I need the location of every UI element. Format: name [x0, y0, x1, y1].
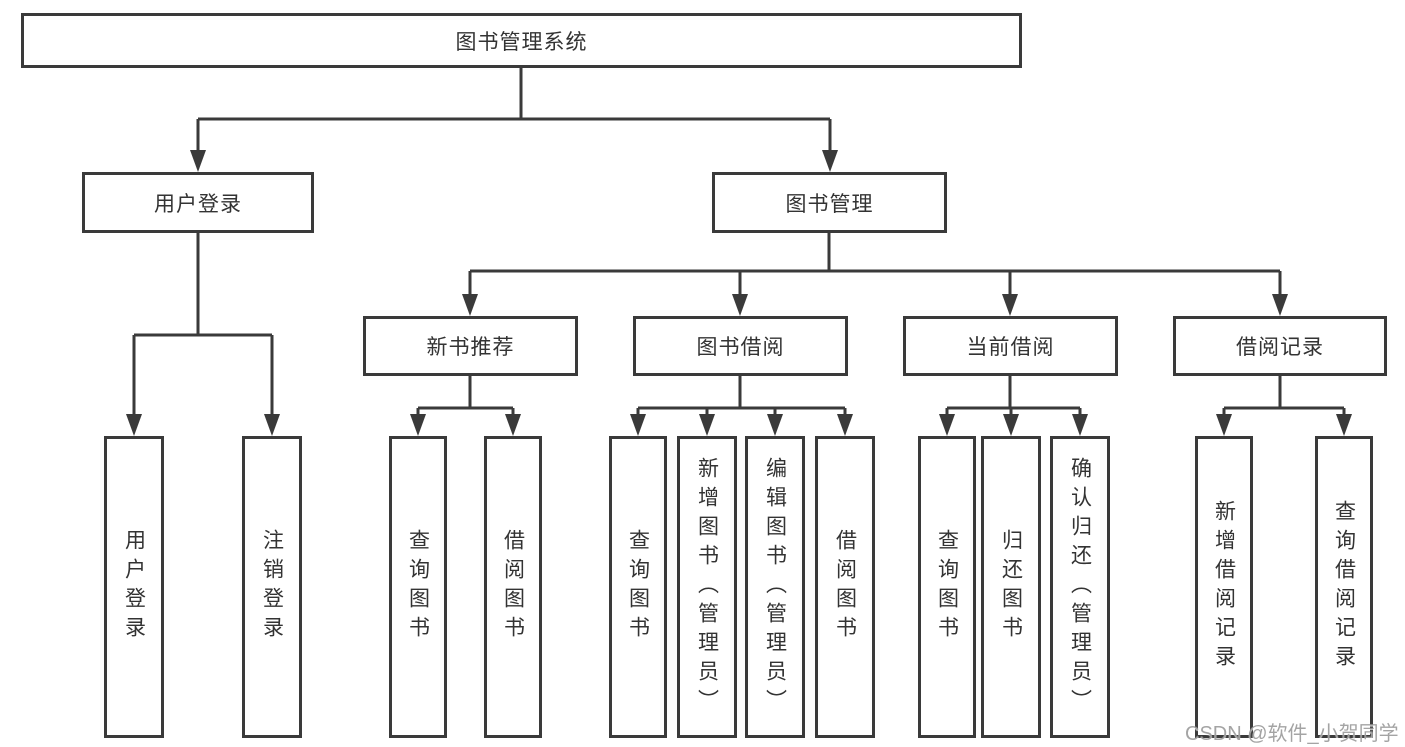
- leaf-edit-books-admin: 编辑图书（管理员）: [745, 436, 805, 738]
- leaf-add-borrow-record-label: 新增借阅记录: [1212, 500, 1236, 674]
- leaf-query-borrow-record: 查询借阅记录: [1315, 436, 1373, 738]
- node-borrow-records: 借阅记录: [1173, 316, 1387, 376]
- node-new-book-recommend: 新书推荐: [363, 316, 578, 376]
- csdn-watermark: CSDN @软件_小贺同学: [1185, 723, 1399, 745]
- node-book-borrow: 图书借阅: [633, 316, 848, 376]
- leaf-add-borrow-record: 新增借阅记录: [1195, 436, 1253, 738]
- leaf-user-login-label: 用户登录: [122, 529, 146, 645]
- node-current-borrow-label: 当前借阅: [966, 336, 1055, 359]
- leaf-current-query-books-label: 查询图书: [935, 529, 959, 645]
- node-root: 图书管理系统: [21, 13, 1022, 68]
- node-root-label: 图书管理系统: [455, 30, 588, 54]
- leaf-borrow-books: 借阅图书: [815, 436, 875, 738]
- leaf-recommend-query-books: 查询图书: [389, 436, 447, 738]
- leaf-return-books: 归还图书: [981, 436, 1041, 738]
- node-book-management-label: 图书管理: [785, 192, 874, 216]
- leaf-confirm-return-admin-label: 确认归还（管理员）: [1068, 456, 1092, 718]
- leaf-recommend-borrow-books-label: 借阅图书: [501, 529, 525, 645]
- leaf-logout: 注销登录: [242, 436, 302, 738]
- leaf-return-books-label: 归还图书: [999, 529, 1023, 645]
- leaf-logout-label: 注销登录: [260, 529, 284, 645]
- node-book-borrow-label: 图书借阅: [696, 336, 785, 359]
- node-user-login-label: 用户登录: [154, 192, 242, 216]
- leaf-current-query-books: 查询图书: [918, 436, 976, 738]
- leaf-recommend-query-books-label: 查询图书: [406, 529, 430, 645]
- leaf-add-books-admin-label: 新增图书（管理员）: [695, 456, 719, 718]
- node-user-login: 用户登录: [82, 172, 314, 233]
- node-new-book-recommend-label: 新书推荐: [426, 336, 515, 359]
- leaf-borrow-books-label: 借阅图书: [833, 529, 857, 645]
- leaf-user-login: 用户登录: [104, 436, 164, 738]
- node-borrow-records-label: 借阅记录: [1236, 336, 1324, 359]
- leaf-query-borrow-record-label: 查询借阅记录: [1332, 500, 1356, 674]
- node-book-management: 图书管理: [712, 172, 947, 233]
- leaf-edit-books-admin-label: 编辑图书（管理员）: [763, 456, 787, 718]
- leaf-add-books-admin: 新增图书（管理员）: [677, 436, 737, 738]
- leaf-recommend-borrow-books: 借阅图书: [484, 436, 542, 738]
- leaf-borrow-query-books: 查询图书: [609, 436, 667, 738]
- leaf-confirm-return-admin: 确认归还（管理员）: [1050, 436, 1110, 738]
- leaf-borrow-query-books-label: 查询图书: [626, 529, 650, 645]
- node-current-borrow: 当前借阅: [903, 316, 1118, 376]
